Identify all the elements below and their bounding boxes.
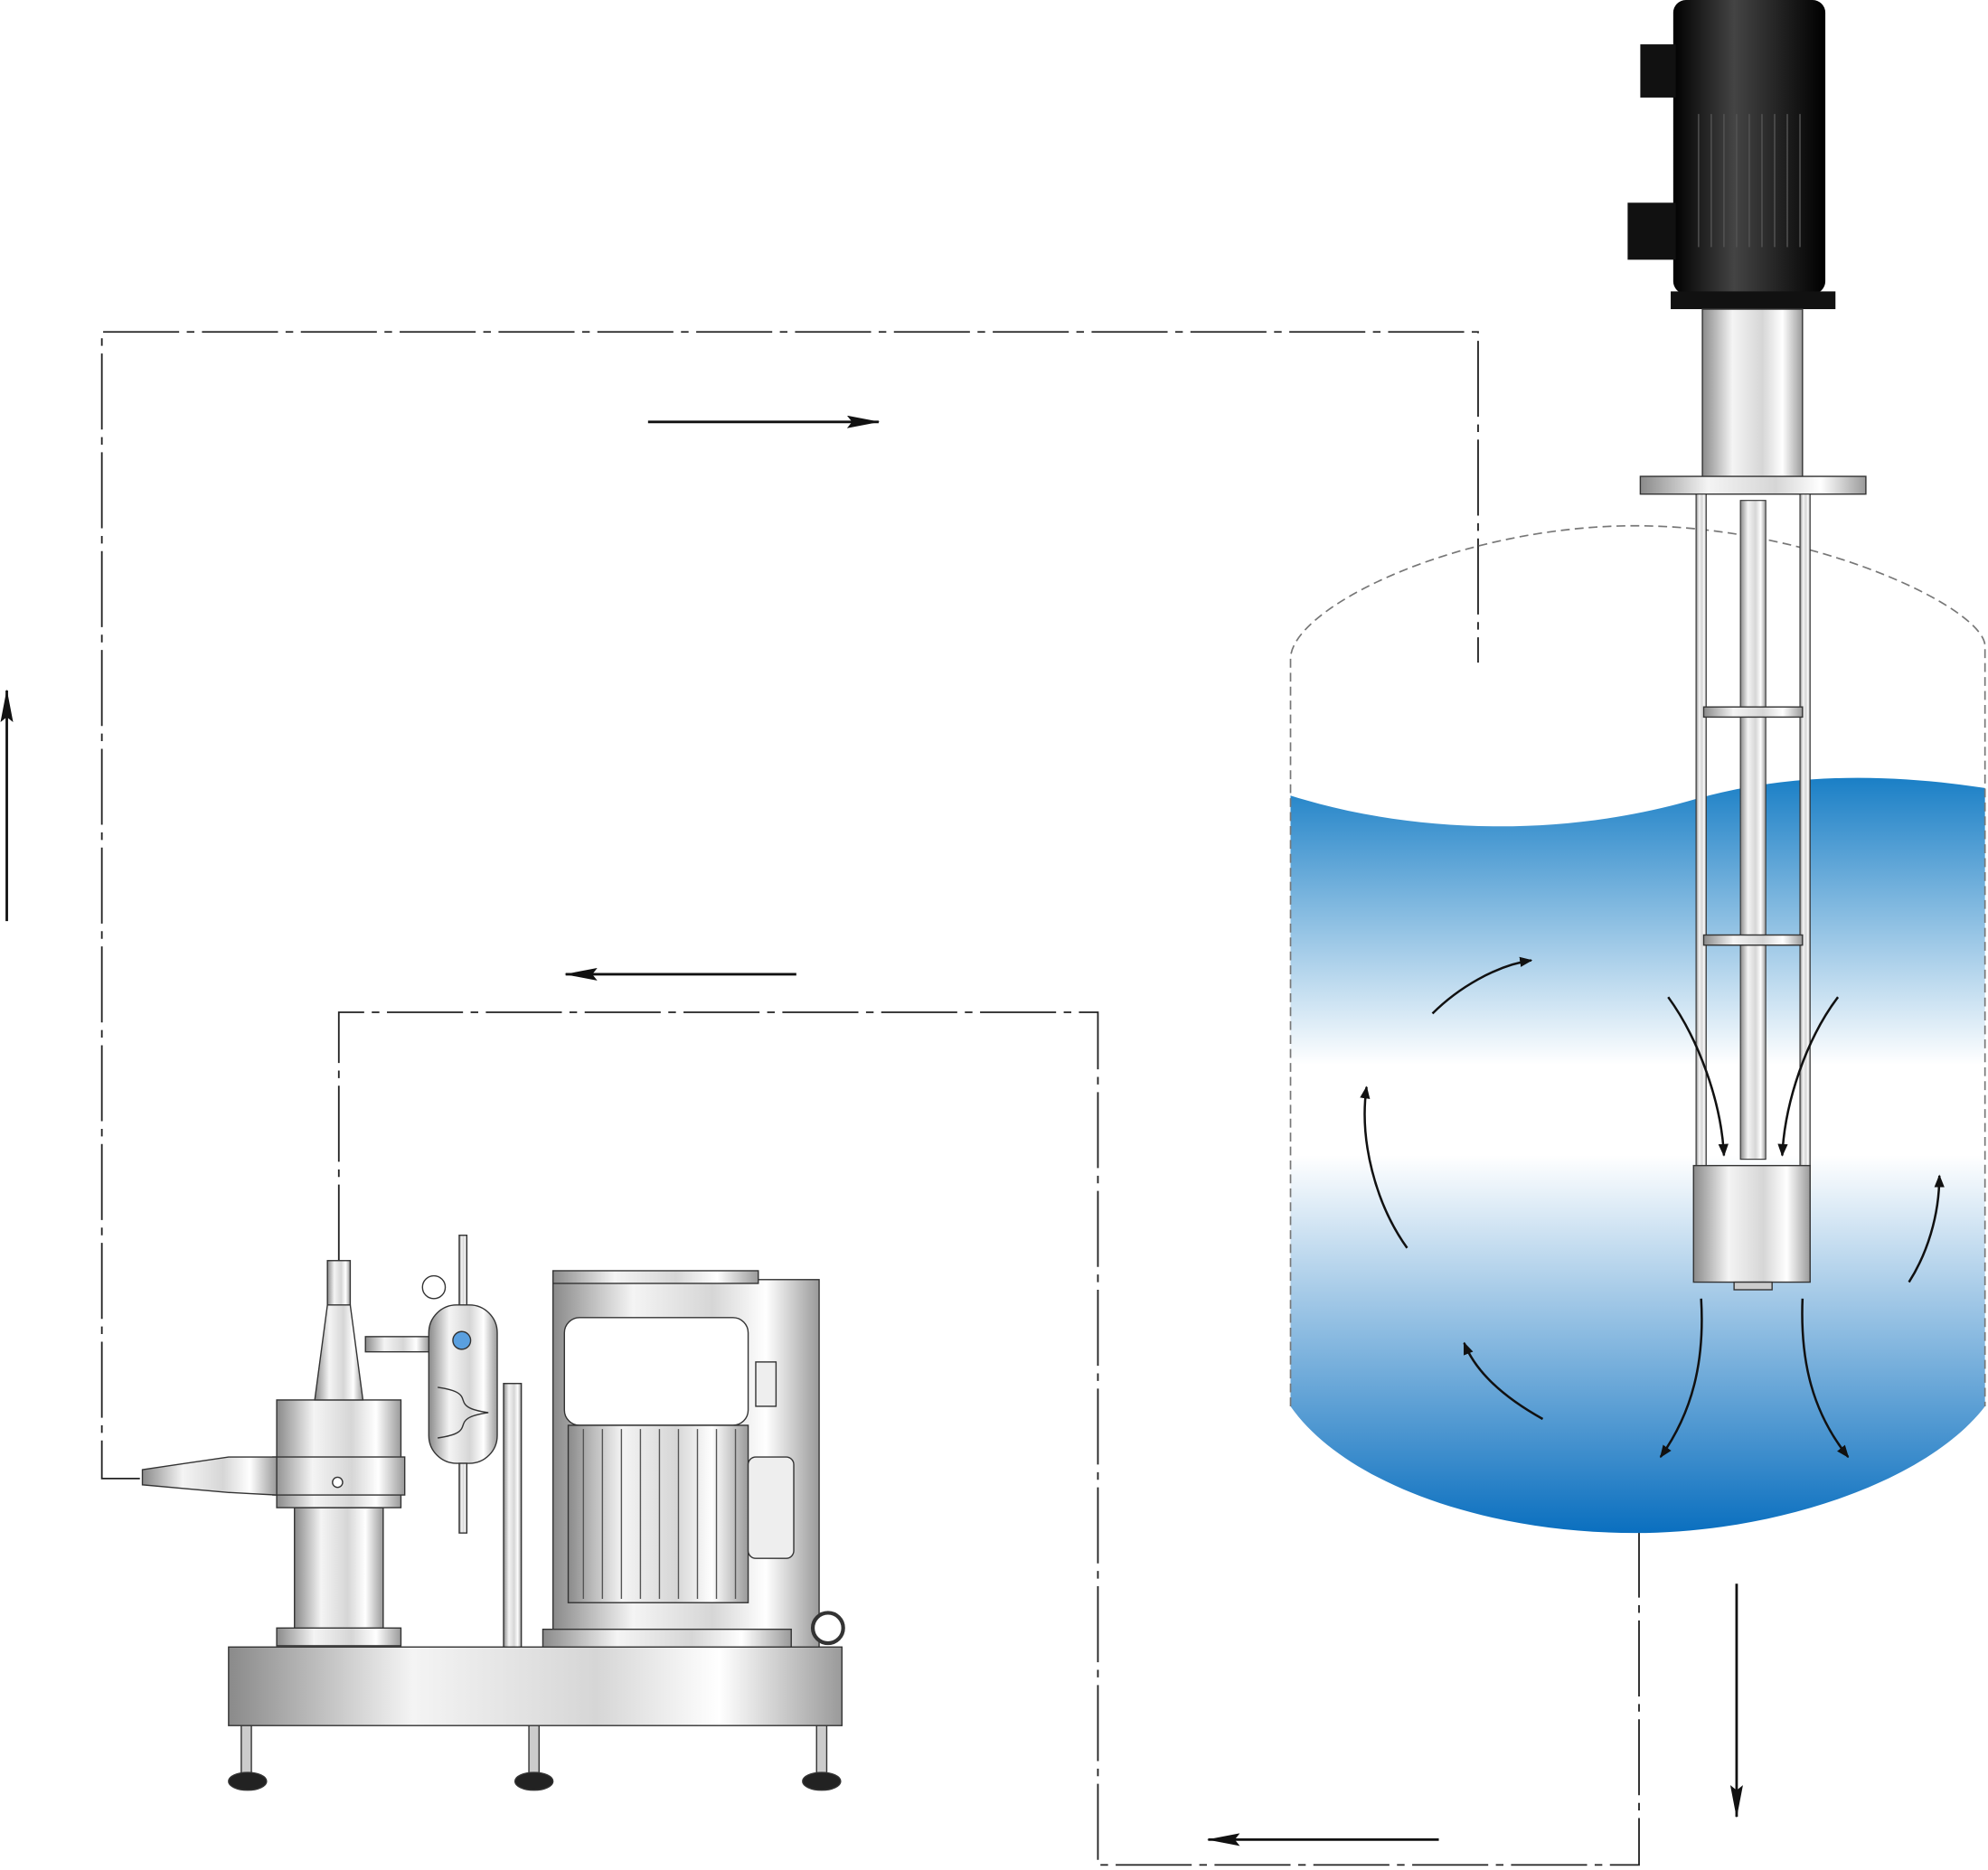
inline-mill-machine	[141, 1235, 845, 1791]
mixer-head	[1692, 1164, 1811, 1283]
circulation-arrows	[1360, 956, 1945, 1459]
tank-outline	[1289, 524, 1986, 1406]
outer-return-pipe	[100, 331, 1479, 1480]
inner-feed-pipe	[337, 1011, 1640, 1866]
mixer-shaft	[1739, 500, 1767, 1161]
tank-liquid	[1290, 777, 1985, 1534]
top-entry-mixer	[1627, 0, 1867, 1291]
mixer-lantern	[1701, 308, 1804, 480]
machine-base	[228, 1646, 843, 1726]
mixer-flange	[1639, 475, 1867, 495]
